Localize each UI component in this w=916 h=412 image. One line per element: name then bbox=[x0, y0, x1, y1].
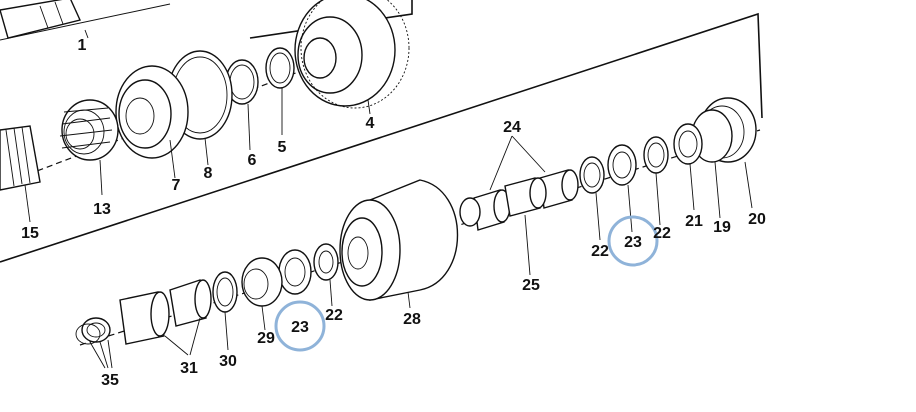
label-part-25: 25 bbox=[522, 277, 540, 294]
label-part-23-lower: 23 bbox=[291, 319, 309, 336]
label-part-4: 4 bbox=[366, 115, 375, 132]
part-22-washer-right bbox=[643, 136, 669, 174]
part-6-ring bbox=[225, 59, 259, 105]
part-23-thrust-bearing-lower bbox=[278, 249, 312, 295]
label-part-15: 15 bbox=[21, 225, 39, 242]
label-part-35: 35 bbox=[101, 372, 119, 389]
label-part-20: 20 bbox=[748, 211, 766, 228]
leader-lines bbox=[24, 29, 753, 369]
part-25-spacer bbox=[504, 177, 547, 217]
label-part-24: 24 bbox=[503, 119, 521, 136]
label-part-8: 8 bbox=[204, 165, 213, 182]
label-part-21: 21 bbox=[685, 213, 703, 230]
part-15-gear bbox=[0, 125, 41, 191]
part-35-springs bbox=[75, 317, 111, 345]
label-part-1: 1 bbox=[78, 37, 87, 54]
part-13-needle-bearing bbox=[59, 99, 119, 161]
label-part-30: 30 bbox=[219, 353, 237, 370]
label-part-19: 19 bbox=[713, 219, 731, 236]
label-part-22-right: 22 bbox=[653, 225, 671, 242]
part-21-washer bbox=[673, 123, 703, 165]
label-part-23-right: 23 bbox=[624, 234, 642, 251]
part-5-circlip bbox=[265, 47, 295, 89]
part-30-circlip bbox=[212, 271, 238, 313]
label-part-5: 5 bbox=[278, 139, 287, 156]
part-31-needle-cage bbox=[119, 279, 212, 345]
part-22-washer-lower bbox=[313, 243, 339, 281]
part-22-washer-center bbox=[579, 156, 605, 194]
label-part-7: 7 bbox=[172, 177, 181, 194]
part-29-bearing bbox=[241, 257, 283, 307]
label-part-22-lower: 22 bbox=[325, 307, 343, 324]
part-23-thrust-bearing-right bbox=[607, 144, 637, 186]
part-24-needle-bearings bbox=[473, 169, 579, 231]
part-28-gear-drum bbox=[339, 179, 459, 301]
part-ring-left-of-24 bbox=[459, 197, 481, 227]
label-part-13: 13 bbox=[93, 201, 111, 218]
part-4-gear bbox=[294, 0, 410, 109]
highlight-circle-23-right bbox=[607, 215, 659, 267]
label-part-29: 29 bbox=[257, 330, 275, 347]
label-part-31: 31 bbox=[180, 360, 198, 377]
label-part-6: 6 bbox=[248, 152, 257, 169]
label-part-28: 28 bbox=[403, 311, 421, 328]
part-labels: 1 4 5 6 7 8 13 15 19 20 21 22 22 22 23 2… bbox=[21, 37, 766, 389]
label-part-22-center: 22 bbox=[591, 243, 609, 260]
part-1-shaft bbox=[0, 0, 81, 39]
part-7-bearing bbox=[115, 65, 189, 159]
highlight-circle-23-lower bbox=[274, 300, 326, 352]
